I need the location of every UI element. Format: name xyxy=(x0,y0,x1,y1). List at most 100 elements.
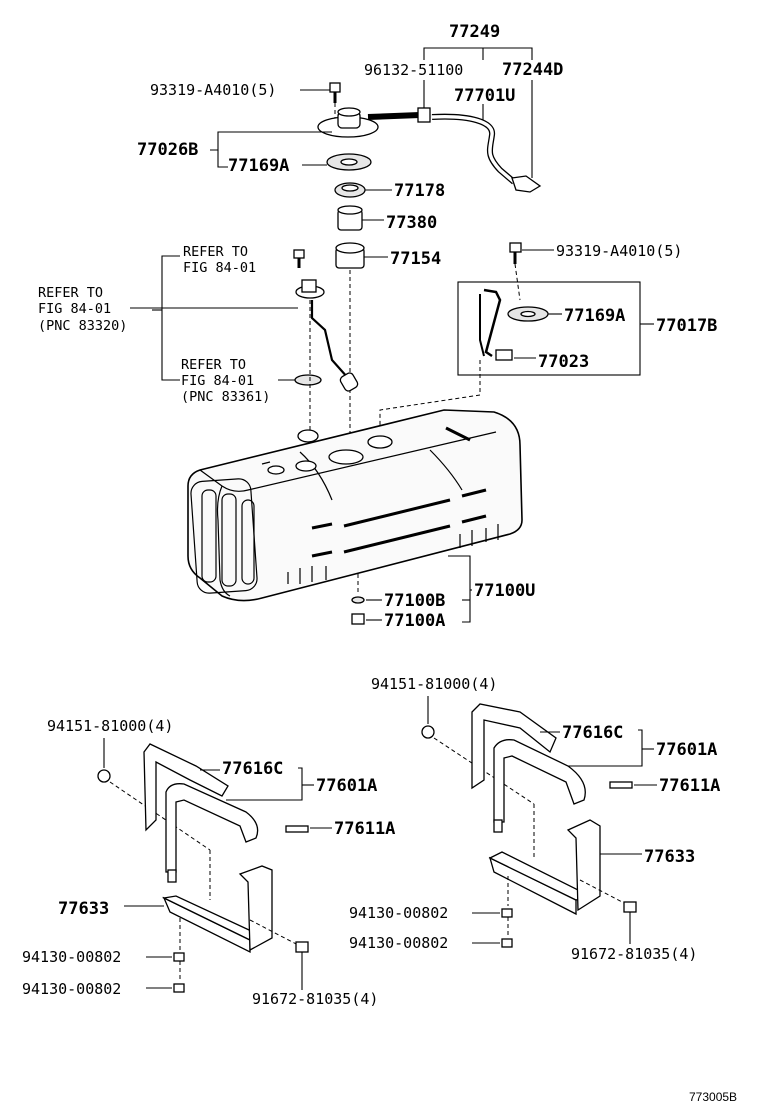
label-77249: 77249 xyxy=(449,22,500,42)
nut-94130-r2 xyxy=(501,938,513,948)
tank-slot-1 xyxy=(311,522,333,530)
sender-head xyxy=(301,279,317,293)
leader-77601A-left-bracket xyxy=(226,767,303,801)
band-77616C-left xyxy=(143,743,229,832)
dash-bolt-right xyxy=(514,263,521,301)
hose-fill xyxy=(431,114,516,184)
tank-end-rib-2 xyxy=(221,493,237,587)
tank-slot-5 xyxy=(343,524,451,554)
part-77380-top xyxy=(337,205,363,215)
label-94151-right: 94151-81000(4) xyxy=(371,675,497,693)
nut-94130-r1 xyxy=(501,908,513,918)
label-77611A-left: 77611A xyxy=(334,819,395,839)
leader-77601A-right-bracket xyxy=(560,729,643,767)
label-77026B: 77026B xyxy=(137,140,198,160)
label-77601A-left: 77601A xyxy=(316,776,377,796)
dash-bolt-right-b xyxy=(579,879,627,905)
label-77244D: 77244D xyxy=(502,60,563,80)
label-77380: 77380 xyxy=(386,213,437,233)
diagram-code: 773005B xyxy=(689,1090,737,1104)
vent-fitting xyxy=(511,175,542,193)
gasket-77169A-top-hole xyxy=(340,158,358,166)
bolt-93319-top-head xyxy=(329,82,341,93)
label-77100U: 77100U xyxy=(474,581,535,601)
label-94130-r2: 94130-00802 xyxy=(349,934,448,952)
tank-bottom-ribs xyxy=(287,566,327,584)
tank-front-edge xyxy=(216,485,231,597)
box-77017B xyxy=(457,281,641,376)
tank-slot-2 xyxy=(343,498,451,528)
bracket-77633-left-upright xyxy=(238,865,273,952)
label-93319-top: 93319-A4010(5) xyxy=(150,81,276,99)
tank-slot-6 xyxy=(461,514,487,524)
label-94130-l2: 94130-00802 xyxy=(22,980,121,998)
tank-slot-4 xyxy=(311,550,333,558)
label-77616C-right: 77616C xyxy=(562,723,623,743)
gasket-sender xyxy=(294,374,322,386)
nut-94130-l1 xyxy=(173,952,185,962)
bolt-91672-left-head xyxy=(295,941,309,953)
label-77178: 77178 xyxy=(394,181,445,201)
tank-end-rib-3 xyxy=(241,499,255,585)
nut-94130-l2 xyxy=(173,983,185,993)
tank-top-rib-2 xyxy=(429,449,463,491)
label-77611A-right: 77611A xyxy=(659,776,720,796)
dash-bolt-left xyxy=(249,919,301,947)
label-77100B: 77100B xyxy=(384,591,445,611)
gauge-cap-top xyxy=(337,107,361,117)
label-77169A-right: 77169A xyxy=(564,306,625,326)
hose-outline xyxy=(367,112,516,185)
refer1-line1: REFER TO xyxy=(183,244,248,260)
label-94151-left: 94151-81000(4) xyxy=(47,717,173,735)
label-77100A: 77100A xyxy=(384,611,445,631)
refer3-line3: (PNC 83361) xyxy=(181,389,270,405)
sender-float xyxy=(339,372,359,392)
pipe-77023 xyxy=(483,288,502,358)
refer-bracket xyxy=(161,255,180,381)
tank-opening-3 xyxy=(267,465,285,475)
dash-nut-left xyxy=(109,781,211,851)
hose-clamp xyxy=(417,107,431,123)
band-77601A-right xyxy=(493,739,586,823)
label-77701U: 77701U xyxy=(454,86,515,106)
label-77601A-right: 77601A xyxy=(656,740,717,760)
label-77154: 77154 xyxy=(390,249,441,269)
refer3-line2: FIG 84-01 xyxy=(181,373,254,389)
label-77633-left: 77633 xyxy=(58,899,109,919)
refer2-line1: REFER TO xyxy=(38,285,103,301)
leader-77026B-b xyxy=(217,150,228,168)
nut-94151-right xyxy=(421,725,435,739)
gasket-77100B xyxy=(351,596,365,604)
dash-hose xyxy=(367,114,419,118)
label-91672-right: 91672-81035(4) xyxy=(571,945,697,963)
tank-slot-3 xyxy=(461,488,487,498)
label-77169A-top: 77169A xyxy=(228,156,289,176)
label-94130-r1: 94130-00802 xyxy=(349,904,448,922)
tank-opening-filler xyxy=(328,449,364,465)
band-77601A-left xyxy=(165,783,259,873)
bolt-93319-right-head xyxy=(509,242,522,253)
label-77023: 77023 xyxy=(538,352,589,372)
leader-77100U xyxy=(448,555,471,623)
plug-77100A xyxy=(351,613,365,625)
label-91672-left: 91672-81035(4) xyxy=(252,990,378,1008)
refer1-line2: FIG 84-01 xyxy=(183,260,256,276)
tank-bottom-ribs-2 xyxy=(459,524,499,548)
label-77616C-left: 77616C xyxy=(222,759,283,779)
leader-77026B xyxy=(210,131,332,151)
gasket-77169A-right-hole xyxy=(520,310,536,318)
tank-opening-sender xyxy=(297,429,319,443)
label-96132-51100: 96132-51100 xyxy=(364,61,463,79)
band-77616C-right xyxy=(471,703,557,790)
nut-94151-left xyxy=(97,769,111,783)
bolt-77611A-right xyxy=(609,781,633,789)
bolt-91672-right-head xyxy=(623,901,637,913)
leader-77249 xyxy=(423,47,533,60)
refer2-line3: (PNC 83320) xyxy=(38,318,127,334)
sender-arm xyxy=(310,300,349,379)
bolt-refer1 xyxy=(293,249,305,259)
label-77017B: 77017B xyxy=(656,316,717,336)
seal-77178-hole xyxy=(341,184,359,192)
